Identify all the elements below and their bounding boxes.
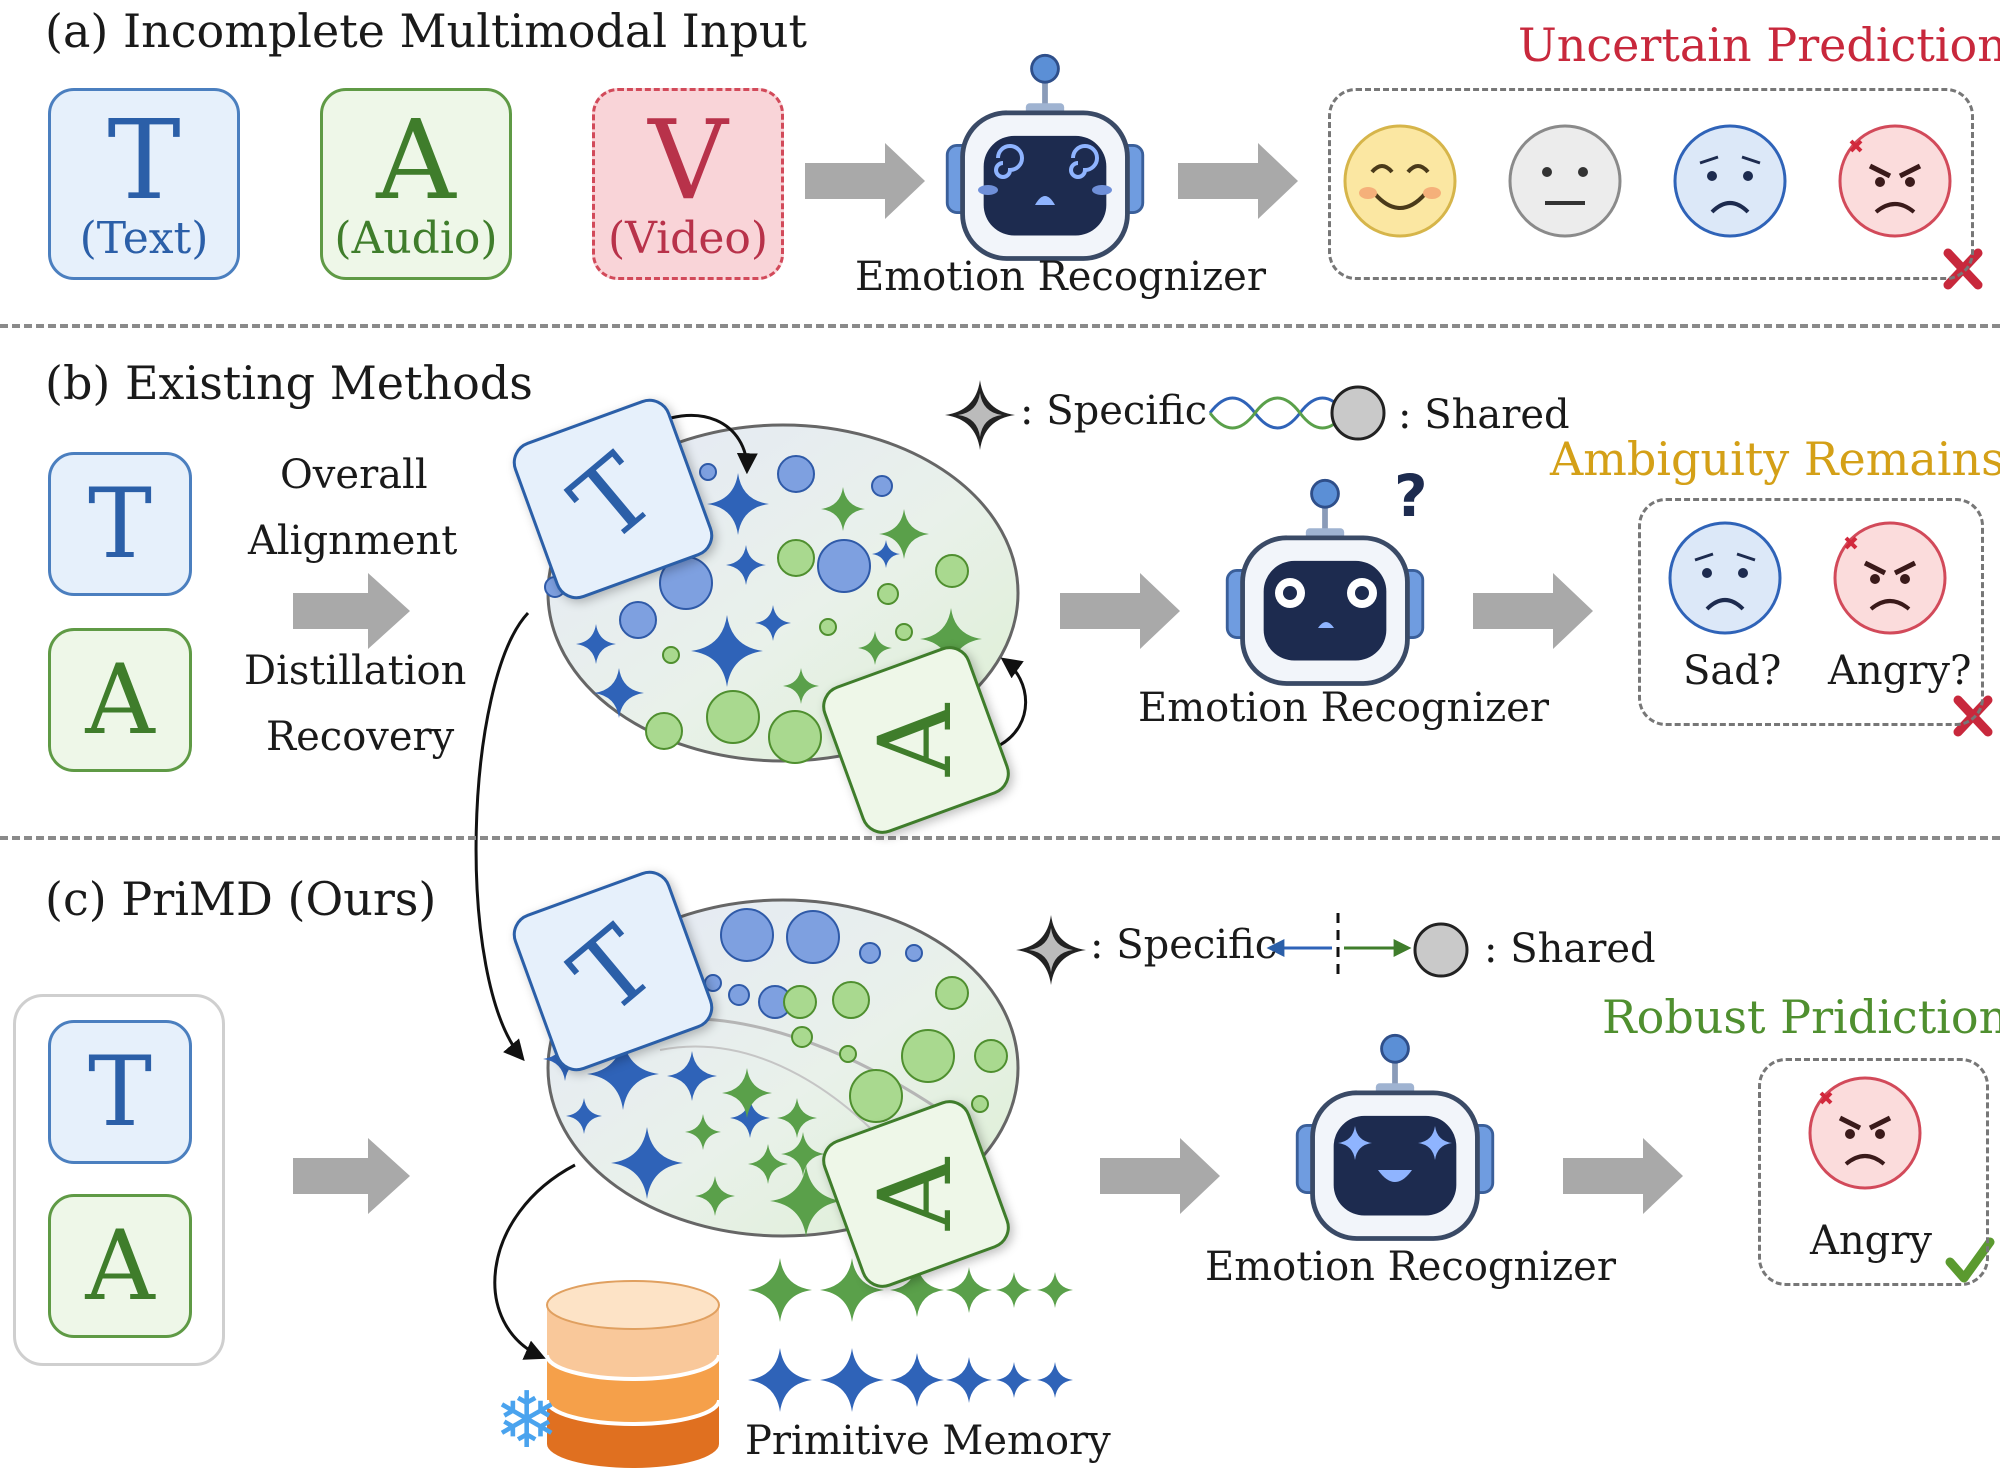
arrow-b2: [1060, 573, 1180, 649]
snowflake-icon: ❄: [494, 1376, 560, 1466]
text-modality-box-b: T: [48, 452, 192, 596]
angry-face-icon: [1838, 124, 1952, 238]
text-letter-b: T: [87, 468, 153, 580]
sad-label: Sad?: [1683, 648, 1782, 694]
angry-face-icon: [1833, 521, 1947, 635]
memory-blue-sparkles: [748, 1348, 1073, 1412]
audio-modality-box-c: A: [48, 1194, 192, 1338]
video-label: (Video): [607, 212, 769, 264]
audio-card-letter-b: A: [857, 703, 974, 777]
recognizer-label-a: Emotion Recognizer: [855, 254, 1266, 300]
method-overall: Overall: [280, 452, 428, 498]
audio-letter-c: A: [85, 1210, 155, 1322]
panel-c-title: (c) PriMD (Ours): [45, 872, 437, 926]
arrow-b3: [1473, 573, 1593, 649]
legend-b: [945, 380, 1386, 450]
text-card-letter-c: T: [549, 904, 676, 1037]
uncertain-prediction-title: Uncertain Prediction: [1518, 18, 2000, 72]
sad-face-icon: [1673, 124, 1787, 238]
arrow-a1: [805, 143, 925, 219]
arrow-c2: [1100, 1138, 1220, 1214]
panel-b-title: (b) Existing Methods: [45, 356, 533, 410]
legend-c: [1016, 913, 1469, 985]
input-group-c: [13, 994, 225, 1366]
prediction-box-c: [1758, 1058, 1989, 1286]
audio-card-letter-c: A: [857, 1157, 974, 1231]
robot-icon: [947, 55, 1143, 258]
method-recovery: Recovery: [266, 714, 455, 760]
angry-label-c: Angry: [1810, 1218, 1932, 1264]
text-modality-box: T (Text): [48, 88, 240, 280]
text-letter: T: [107, 95, 181, 224]
method-alignment: Alignment: [248, 518, 458, 564]
recognizer-label-b: Emotion Recognizer: [1138, 685, 1549, 731]
database-icon: [545, 1280, 721, 1468]
audio-modality-box: A (Audio): [320, 88, 512, 280]
video-letter: V: [648, 95, 728, 224]
angry-face-icon: [1808, 1076, 1922, 1190]
prediction-box-a: [1328, 88, 1974, 280]
arrow-b-to-c: [474, 611, 530, 1062]
arrow-a2: [1178, 143, 1298, 219]
prediction-box-b: [1638, 498, 1984, 726]
arrow-c1: [293, 1138, 410, 1214]
question-mark: ?: [1394, 462, 1428, 530]
robust-prediction-title: Robust Pridiction: [1602, 990, 2000, 1044]
legend-shared-c: : Shared: [1484, 926, 1656, 972]
primitive-memory-label: Primitive Memory: [745, 1418, 1111, 1464]
arrow-a-to-space-b: [999, 657, 1027, 747]
text-letter-c: T: [87, 1036, 153, 1148]
ambiguity-remains-title: Ambiguity Remains: [1550, 432, 2000, 486]
divider-bc: [0, 836, 2000, 840]
method-distillation: Distillation: [244, 648, 467, 694]
angry-label-b: Angry?: [1828, 648, 1972, 694]
arrow-c3: [1563, 1138, 1683, 1214]
neutral-face-icon: [1508, 124, 1622, 238]
video-modality-box-missing: V (Video): [592, 88, 784, 280]
audio-letter-b: A: [85, 644, 155, 756]
legend-specific-c: : Specific: [1090, 922, 1278, 968]
panel-a-title: (a) Incomplete Multimodal Input: [45, 4, 808, 58]
happy-face-icon: [1343, 124, 1457, 238]
recognizer-label-c: Emotion Recognizer: [1205, 1244, 1616, 1290]
text-card-letter-b: T: [549, 432, 676, 565]
audio-modality-box-b: A: [48, 628, 192, 772]
robot-icon: [1227, 480, 1423, 683]
sad-face-icon: [1668, 521, 1782, 635]
text-modality-box-c: T: [48, 1020, 192, 1164]
legend-specific-b: : Specific: [1020, 388, 1208, 434]
audio-letter: A: [376, 95, 456, 224]
flow-arrows: [293, 143, 1683, 1214]
divider-ab: [0, 324, 2000, 328]
arrow-c-to-memory: [493, 1163, 576, 1360]
text-label: (Text): [79, 212, 209, 264]
robot-icon: [1297, 1035, 1493, 1238]
arrow-b1: [293, 573, 410, 649]
audio-label: (Audio): [334, 212, 498, 264]
legend-shared-b: : Shared: [1398, 392, 1570, 438]
